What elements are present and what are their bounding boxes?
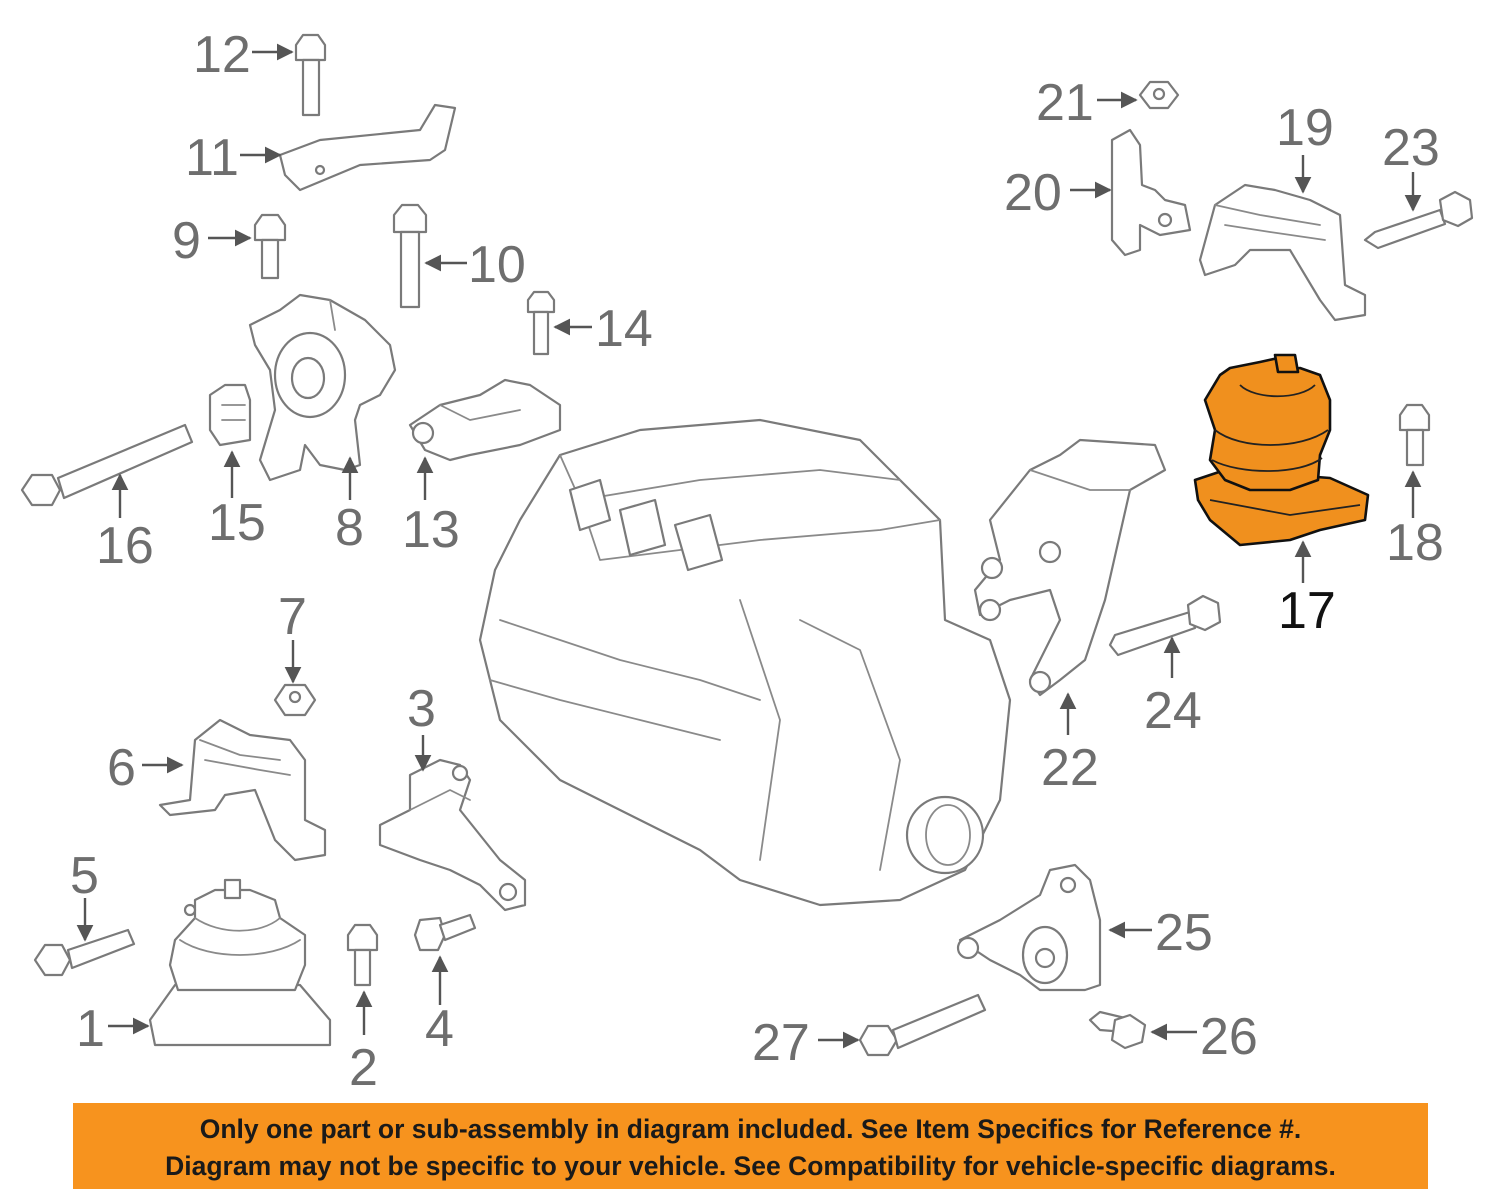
callout-14: 14 <box>595 300 653 358</box>
part-8-mount <box>248 293 397 482</box>
callout-6: 6 <box>107 739 136 797</box>
part-1-engine-mount <box>148 878 332 1047</box>
part-17-transmission-mount <box>1193 353 1370 547</box>
disclaimer-banner: Only one part or sub-assembly in diagram… <box>73 1103 1428 1189</box>
part-15-clip <box>208 383 252 447</box>
part-3-bracket <box>378 758 527 912</box>
part-10-bolt <box>392 203 428 309</box>
callout-26: 26 <box>1200 1008 1258 1066</box>
part-5-bolt <box>33 928 136 977</box>
callout-27: 27 <box>752 1014 810 1072</box>
engine-assembly <box>478 418 1012 907</box>
callout-13: 13 <box>402 501 460 559</box>
part-9-bolt <box>253 213 287 280</box>
callout-10: 10 <box>468 236 526 294</box>
callout-25: 25 <box>1155 904 1213 962</box>
part-13-bracket <box>408 378 562 462</box>
part-11-bracket <box>278 103 457 192</box>
part-27-bolt <box>858 993 987 1057</box>
part-23-bolt <box>1363 190 1474 250</box>
callout-23: 23 <box>1382 119 1440 177</box>
callout-21: 21 <box>1036 74 1094 132</box>
part-14-bolt <box>526 290 556 356</box>
part-20-bracket <box>1110 128 1192 257</box>
part-4-bolt <box>413 913 477 952</box>
callout-8: 8 <box>335 499 364 557</box>
callout-9: 9 <box>172 212 201 270</box>
part-26-bolt <box>1088 1010 1147 1050</box>
part-21-nut <box>1138 80 1180 110</box>
part-16-bolt <box>20 423 194 507</box>
callout-2: 2 <box>349 1039 378 1097</box>
callout-5: 5 <box>70 847 99 905</box>
leader-lines <box>76 43 1422 1049</box>
part-25-mount <box>956 863 1102 992</box>
part-12-bolt <box>294 33 327 117</box>
callout-19: 19 <box>1276 99 1334 157</box>
callout-3: 3 <box>407 680 436 738</box>
callout-16: 16 <box>96 517 154 575</box>
part-6-bracket <box>158 718 327 862</box>
disclaimer-line-2: Diagram may not be specific to your vehi… <box>165 1151 1336 1181</box>
part-18-bolt <box>1398 403 1431 467</box>
callout-17: 17 <box>1278 582 1336 640</box>
callout-numbers: 1 2 3 4 5 6 7 8 9 10 11 12 13 14 15 16 1… <box>70 26 1444 1097</box>
callout-7: 7 <box>278 588 307 646</box>
part-7-nut <box>273 683 317 717</box>
callout-1: 1 <box>76 1000 105 1058</box>
part-19-bracket <box>1198 183 1367 322</box>
part-2-bolt <box>346 923 379 987</box>
callout-12: 12 <box>193 26 251 84</box>
callout-20: 20 <box>1004 164 1062 222</box>
callout-4: 4 <box>425 1000 454 1058</box>
disclaimer-line-1: Only one part or sub-assembly in diagram… <box>199 1114 1302 1144</box>
callout-22: 22 <box>1041 739 1099 797</box>
callout-11: 11 <box>185 129 239 187</box>
part-22-bracket <box>973 438 1167 697</box>
callout-15: 15 <box>208 494 266 552</box>
part-24-bolt <box>1108 594 1222 657</box>
callout-18: 18 <box>1386 514 1444 572</box>
callout-24: 24 <box>1144 682 1202 740</box>
